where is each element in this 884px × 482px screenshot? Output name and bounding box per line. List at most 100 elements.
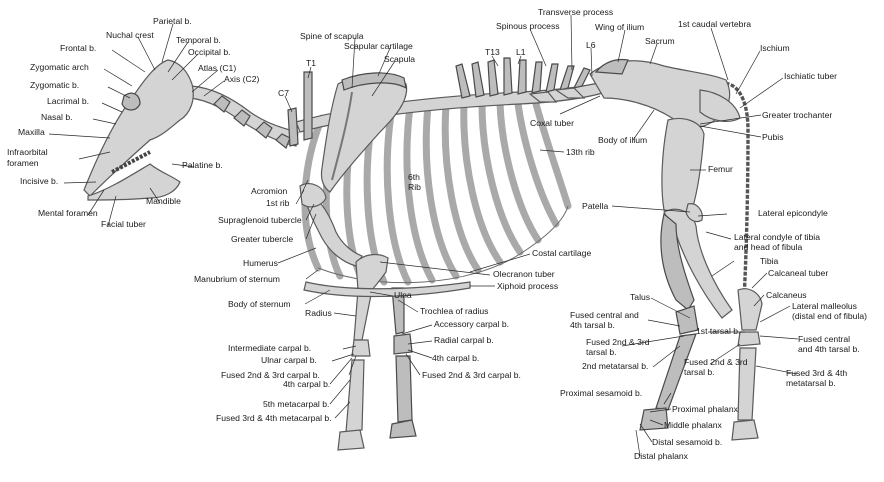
labels: Parietal b. Nuchal crest Temporal b. Fro… bbox=[7, 7, 867, 461]
rib-cage bbox=[301, 100, 572, 286]
label-fused-central-l-2: 4th tarsal b. bbox=[570, 320, 615, 330]
label-xiphoid: Xiphoid process bbox=[497, 281, 558, 291]
label-infraorbital-1: Infraorbital bbox=[7, 147, 48, 157]
label-infraorbital-2: foramen bbox=[7, 158, 39, 168]
label-first-rib: 1st rib bbox=[266, 198, 290, 208]
label-second-metatarsal: 2nd metatarsal b. bbox=[582, 361, 648, 371]
label-greater-trochanter: Greater trochanter bbox=[762, 110, 832, 120]
skull bbox=[83, 59, 194, 201]
label-ulnar-carpal: Ulnar carpal b. bbox=[261, 355, 317, 365]
label-axis: Axis (C2) bbox=[224, 74, 259, 84]
label-lacrimal: Lacrimal b. bbox=[47, 96, 89, 106]
label-fused23-tarsal-l-2: tarsal b. bbox=[586, 347, 617, 357]
label-tibia: Tibia bbox=[760, 256, 779, 266]
label-t1: T1 bbox=[306, 58, 316, 68]
label-fused23-tarsal-r-1: Fused 2nd & 3rd bbox=[684, 357, 748, 367]
label-radius: Radius bbox=[305, 308, 332, 318]
label-pubis: Pubis bbox=[762, 132, 784, 142]
label-calcaneal-tuber: Calcaneal tuber bbox=[768, 268, 828, 278]
label-fused34-metatarsal-1: Fused 3rd & 4th bbox=[786, 368, 847, 378]
label-body-ilium: Body of ilium bbox=[598, 135, 647, 145]
label-fused23-tarsal-l-1: Fused 2nd & 3rd bbox=[586, 337, 650, 347]
label-fourth-carpal-l: 4th carpal b. bbox=[283, 379, 330, 389]
label-fused23-tarsal-r-2: tarsal b. bbox=[684, 367, 715, 377]
label-zygomatic: Zygomatic b. bbox=[30, 80, 79, 90]
label-ischium: Ischium bbox=[760, 43, 790, 53]
leader-lines bbox=[48, 14, 799, 457]
label-first-caudal: 1st caudal vertebra bbox=[678, 19, 751, 29]
label-scapula: Scapula bbox=[384, 54, 415, 64]
label-maxilla: Maxilla bbox=[18, 127, 45, 137]
label-humerus: Humerus bbox=[243, 258, 278, 268]
label-nuchal-crest: Nuchal crest bbox=[106, 30, 154, 40]
label-rib13: 13th rib bbox=[566, 147, 595, 157]
label-costal-cartilage: Costal cartilage bbox=[532, 248, 591, 258]
label-lat-malleolus-2: (distal end of fibula) bbox=[792, 311, 867, 321]
label-ischiatic-tuber: Ischiatic tuber bbox=[784, 71, 837, 81]
label-femur: Femur bbox=[708, 164, 733, 174]
label-fourth-carpal-r: 4th carpal b. bbox=[432, 353, 479, 363]
label-fused-central-r-2: and 4th tarsal b. bbox=[798, 344, 860, 354]
label-scapular-cartilage: Scapular cartilage bbox=[344, 41, 413, 51]
label-frontal: Frontal b. bbox=[60, 43, 96, 53]
label-middle-phalanx: Middle phalanx bbox=[664, 420, 723, 430]
label-distal-phalanx: Distal phalanx bbox=[634, 451, 689, 461]
label-l1: L1 bbox=[516, 47, 526, 57]
label-rib6-1: 6th bbox=[408, 172, 420, 182]
label-spinous-process: Spinous process bbox=[496, 21, 560, 31]
label-proximal-phalanx: Proximal phalanx bbox=[672, 404, 739, 414]
label-fused34-metatarsal-2: metatarsal b. bbox=[786, 378, 836, 388]
label-distal-sesamoid: Distal sesamoid b. bbox=[652, 437, 722, 447]
label-sacrum: Sacrum bbox=[645, 36, 675, 46]
label-mental-foramen: Mental foramen bbox=[38, 208, 98, 218]
label-facial-tuber: Facial tuber bbox=[101, 219, 146, 229]
label-zygomatic-arch: Zygomatic arch bbox=[30, 62, 89, 72]
label-rib6-2: Rib bbox=[408, 182, 421, 192]
label-lateral-epicondyle: Lateral epicondyle bbox=[758, 208, 828, 218]
label-supraglenoid: Supraglenoid tubercle bbox=[218, 215, 302, 225]
forelimb bbox=[299, 183, 471, 451]
label-fused34-metacarpal: Fused 3rd & 4th metacarpal b. bbox=[216, 413, 332, 423]
label-accessory-carpal: Accessory carpal b. bbox=[434, 319, 509, 329]
label-temporal: Temporal b. bbox=[176, 35, 221, 45]
label-nasal: Nasal b. bbox=[41, 112, 73, 122]
label-calcaneus: Calcaneus bbox=[766, 290, 807, 300]
label-lat-condyle-1: Lateral condyle of tibia bbox=[734, 232, 820, 242]
label-wing-ilium: Wing of ilium bbox=[595, 22, 644, 32]
label-l6: L6 bbox=[586, 40, 596, 50]
label-fused23-carpal-l: Fused 2nd & 3rd carpal b. bbox=[221, 370, 320, 380]
label-first-tarsal: 1st tarsal b. bbox=[696, 326, 740, 336]
label-proximal-sesamoid: Proximal sesamoid b. bbox=[560, 388, 642, 398]
label-c7: C7 bbox=[278, 88, 289, 98]
label-incisive: Incisive b. bbox=[20, 176, 58, 186]
label-talus: Talus bbox=[630, 292, 650, 302]
label-radial-carpal: Radial carpal b. bbox=[434, 335, 494, 345]
label-manubrium: Manubrium of sternum bbox=[194, 274, 280, 284]
label-spine-scapula: Spine of scapula bbox=[300, 31, 364, 41]
label-palatine: Palatine b. bbox=[182, 160, 223, 170]
label-t13: T13 bbox=[485, 47, 500, 57]
label-atlas: Atlas (C1) bbox=[198, 63, 236, 73]
label-occipital: Occipital b. bbox=[188, 47, 231, 57]
label-greater-tubercle: Greater tubercle bbox=[231, 234, 293, 244]
label-patella: Patella bbox=[582, 201, 608, 211]
label-fused-central-r-1: Fused central bbox=[798, 334, 850, 344]
label-olecranon: Olecranon tuber bbox=[493, 269, 555, 279]
label-fused23-carpal-r: Fused 2nd & 3rd carpal b. bbox=[422, 370, 521, 380]
label-fused-central-l-1: Fused central and bbox=[570, 310, 639, 320]
label-fifth-metacarpal: 5th metacarpal b. bbox=[263, 399, 329, 409]
label-parietal: Parietal b. bbox=[153, 16, 192, 26]
label-mandible: Mandible bbox=[146, 196, 181, 206]
label-transverse-process: Transverse process bbox=[538, 7, 613, 17]
pelvis-bone bbox=[589, 58, 741, 128]
label-intermediate-carpal: Intermediate carpal b. bbox=[228, 343, 311, 353]
label-lat-malleolus-1: Lateral malleolus bbox=[792, 301, 857, 311]
label-acromion: Acromion bbox=[251, 186, 288, 196]
scapula-bone bbox=[320, 72, 408, 193]
hindlimb bbox=[639, 117, 763, 441]
vertebral-column bbox=[189, 57, 750, 301]
label-lat-condyle-2: and head of fibula bbox=[734, 242, 803, 252]
label-ulna: Ulna bbox=[394, 290, 412, 300]
